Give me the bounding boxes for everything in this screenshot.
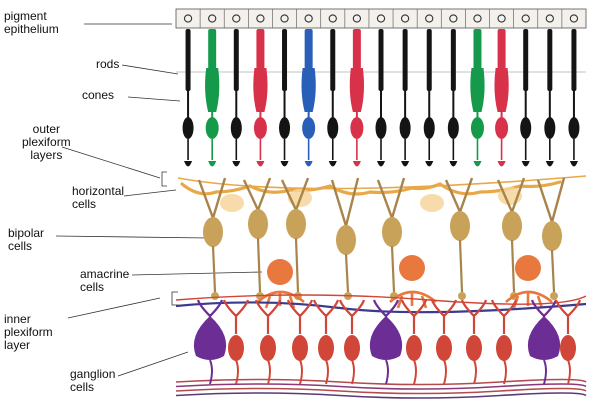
rod-cell — [231, 29, 242, 167]
label-outer-plexiform-layers: outer plexiform layers — [22, 123, 71, 162]
photoreceptor-layer — [183, 29, 580, 167]
label-rods: rods — [96, 58, 119, 71]
rod-cell — [279, 29, 290, 167]
inner-plexiform-bracket — [172, 292, 178, 305]
label-bipolar-cells: bipolar cells — [8, 227, 44, 253]
rod-cell — [544, 29, 555, 167]
rod-cell — [183, 29, 194, 167]
leader-line — [132, 272, 262, 275]
label-amacrine-cells: amacrine cells — [80, 268, 129, 294]
ganglion-cell — [314, 300, 338, 384]
label-cones: cones — [82, 89, 114, 102]
outer-plexiform-bracket — [162, 172, 167, 186]
ganglion-cell — [256, 300, 280, 384]
rod-cell — [424, 29, 435, 167]
rod-cell — [400, 29, 411, 167]
ganglion-cell-large — [528, 300, 560, 384]
cone-cell-red — [494, 29, 508, 167]
label-pigment-epithelium: pigment epithelium — [4, 10, 59, 36]
leader-line — [68, 298, 160, 318]
leader-line — [62, 147, 160, 178]
rod-cell — [327, 29, 338, 167]
ganglion-cell-large — [194, 300, 226, 384]
ganglion-cell — [340, 300, 364, 384]
cone-cell-blue — [302, 29, 316, 167]
bipolar-cell — [446, 178, 472, 300]
leader-line — [128, 97, 180, 101]
amacrine-cell-layer — [258, 255, 552, 308]
cone-cell-red — [253, 29, 267, 167]
ganglion-cell — [288, 300, 312, 384]
cone-cell-green — [470, 29, 484, 167]
leader-line — [122, 65, 178, 74]
horizontal-cell-body — [220, 194, 244, 212]
leader-line — [56, 236, 208, 238]
rod-cell — [568, 29, 579, 167]
rod-cell — [520, 29, 531, 167]
leader-line — [124, 190, 176, 196]
ganglion-cell-layer — [176, 295, 586, 398]
label-inner-plexiform-layer: inner plexiform layer — [4, 313, 53, 352]
epithelium-band — [176, 9, 586, 28]
ganglion-cell — [492, 300, 516, 384]
rod-cell — [376, 29, 387, 167]
leader-line — [118, 352, 188, 376]
cone-cell-red — [350, 29, 364, 167]
rod-cell — [448, 29, 459, 167]
optic-nerve-fiber — [176, 393, 586, 398]
ganglion-cell — [224, 300, 248, 384]
bipolar-cell — [332, 178, 358, 300]
bipolar-cell — [538, 178, 564, 300]
ganglion-cell — [462, 300, 486, 384]
horizontal-cell-body — [420, 194, 444, 212]
label-horizontal-cells: horizontal cells — [72, 185, 124, 211]
bipolar-cell — [244, 178, 270, 300]
label-ganglion-cells: ganglion cells — [70, 368, 115, 394]
bipolar-cell — [199, 178, 225, 300]
bipolar-cell — [378, 178, 404, 300]
cone-cell-green — [205, 29, 219, 167]
